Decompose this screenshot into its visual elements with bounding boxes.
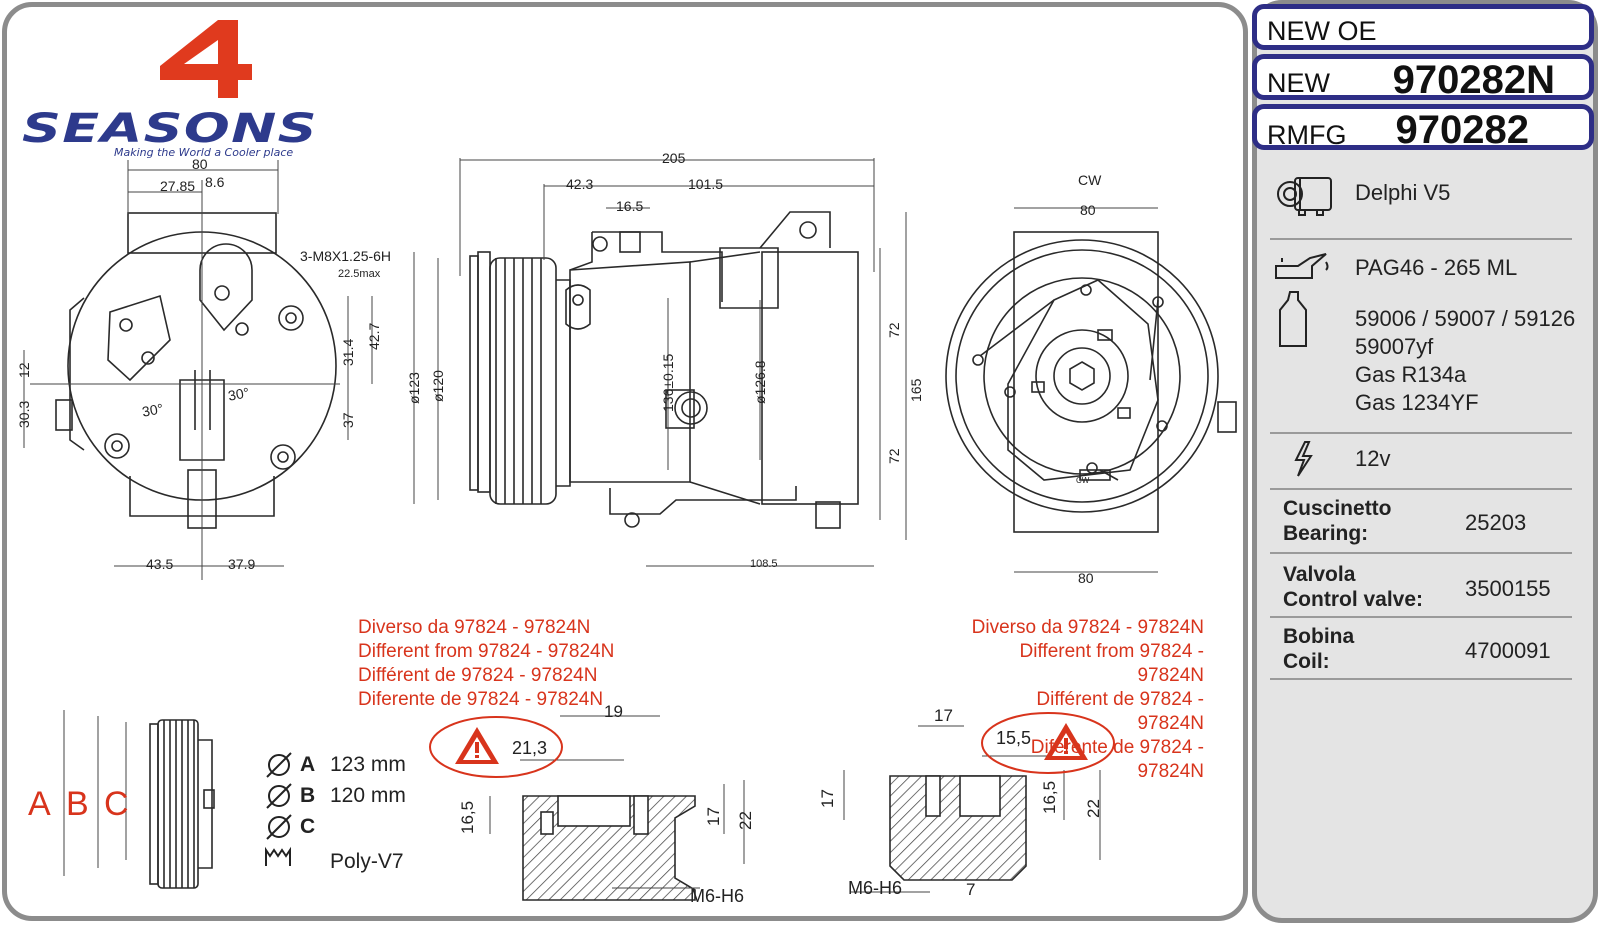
dim-side-dia123: ø123 [406,372,422,404]
bearing-label: Cuscinetto Bearing: [1283,497,1392,545]
logo-tagline: Making the World a Cooler place [114,146,294,159]
divider [1270,238,1572,240]
dim-rear-cw-small: CW [1076,476,1090,485]
oil-spec: PAG46 - 265 ML [1355,255,1518,280]
dim-detail-left-213: 21,3 [512,738,548,758]
rmfg-code-value: 970282 [1395,108,1529,152]
dim-detail-right-17: 17 [818,789,837,808]
divider [1270,678,1572,680]
new-oe-box: NEW OE [1252,4,1594,50]
dim-detail-right-155: 15,5 [996,728,1032,748]
dim-detail-left-17: 17 [704,807,723,826]
new-oe-label: NEW OE [1267,16,1377,46]
dim-front-303: 30.3 [16,400,32,428]
gas-1234yf: Gas 1234YF [1355,390,1479,415]
gas-r134a: Gas R134a [1355,362,1467,387]
dim-detail-right-22: 22 [1084,799,1103,818]
dim-front-2785: 27.85 [160,178,196,194]
divider [1270,616,1572,618]
divider [1270,488,1572,490]
dim-rear-cw: CW [1078,172,1102,188]
dim-side-1015: 101.5 [688,176,724,192]
legend-belt: Poly-V7 [330,850,404,873]
dim-detail-left-165: 16,5 [458,800,477,834]
divider [1270,432,1572,434]
notes-right: Diverso da 97824 - 97824N Different from… [971,617,1204,782]
pulley-letter-c: C [104,785,129,823]
dim-detail-right-thread: M6-H6 [848,878,903,898]
new-code-value: 970282N [1392,58,1555,102]
coil-label: Bobina Coil: [1283,625,1355,673]
dim-front-379: 37.9 [228,556,256,572]
dim-front-314: 31.4 [340,338,356,366]
divider [1270,552,1572,554]
dim-side-1085: 108.5 [750,558,778,570]
dim-rear-80-top: 80 [1080,202,1096,218]
pulley-letter-b: B [66,785,89,823]
dim-detail-right-7: 7 [966,880,976,899]
logo-wordmark: SEASONS [22,106,318,152]
compressor-type: Delphi V5 [1355,180,1451,205]
valve-label: Valvola Control valve: [1283,563,1424,611]
new-code-box: NEW 970282N [1252,54,1594,102]
dim-side-72b: 72 [886,448,902,464]
valve-value: 3500155 [1465,576,1551,601]
dim-detail-right-165: 16,5 [1040,780,1059,814]
dim-rear-80-bot: 80 [1078,570,1094,586]
dim-front-thread: 3-M8X1.25-6H [300,248,392,264]
dim-front-thread-max: 22.5max [338,268,381,280]
legend-a-value: 123 mm [330,753,406,776]
oil-refs-line2: 59007yf [1355,334,1434,359]
dim-front-427: 42.7 [366,322,382,350]
coil-value: 4700091 [1465,638,1551,663]
legend-a-letter: A [300,753,316,776]
dim-side-423: 42.3 [566,176,594,192]
dim-front-80: 80 [192,156,208,172]
dim-side-dia120: ø120 [430,370,446,402]
dim-side-136: 136±0.15 [660,353,676,412]
legend-c-letter: C [300,815,316,838]
dim-front-86: 8.6 [205,174,225,190]
legend-b-value: 120 mm [330,784,406,807]
dim-side-72a: 72 [886,322,902,338]
rmfg-label: RMFG [1267,120,1347,150]
new-label: NEW [1267,68,1330,98]
oil-refs-line1: 59006 / 59007 / 59126 [1355,306,1576,331]
dim-side-dia1268: ø126.8 [752,360,768,404]
dim-side-165b: 165 [908,378,924,402]
dim-front-12: 12 [16,362,32,378]
rmfg-code-box: RMFG 970282 [1252,104,1594,152]
dim-side-165: 16.5 [616,198,644,214]
dim-front-37: 37 [340,412,356,428]
dim-front-435: 43.5 [146,556,174,572]
dim-detail-right-17top: 17 [934,706,953,725]
dim-detail-left-19: 19 [604,702,623,721]
pulley-letter-a: A [28,785,51,823]
dim-detail-left-thread: M6-H6 [690,886,745,906]
dim-detail-left-22: 22 [736,811,755,830]
voltage: 12v [1355,446,1391,471]
notes-left: Diverso da 97824 - 97824N Different from… [358,617,615,710]
legend-b-letter: B [300,784,316,807]
dim-side-205: 205 [662,150,686,166]
bearing-value: 25203 [1465,510,1527,535]
